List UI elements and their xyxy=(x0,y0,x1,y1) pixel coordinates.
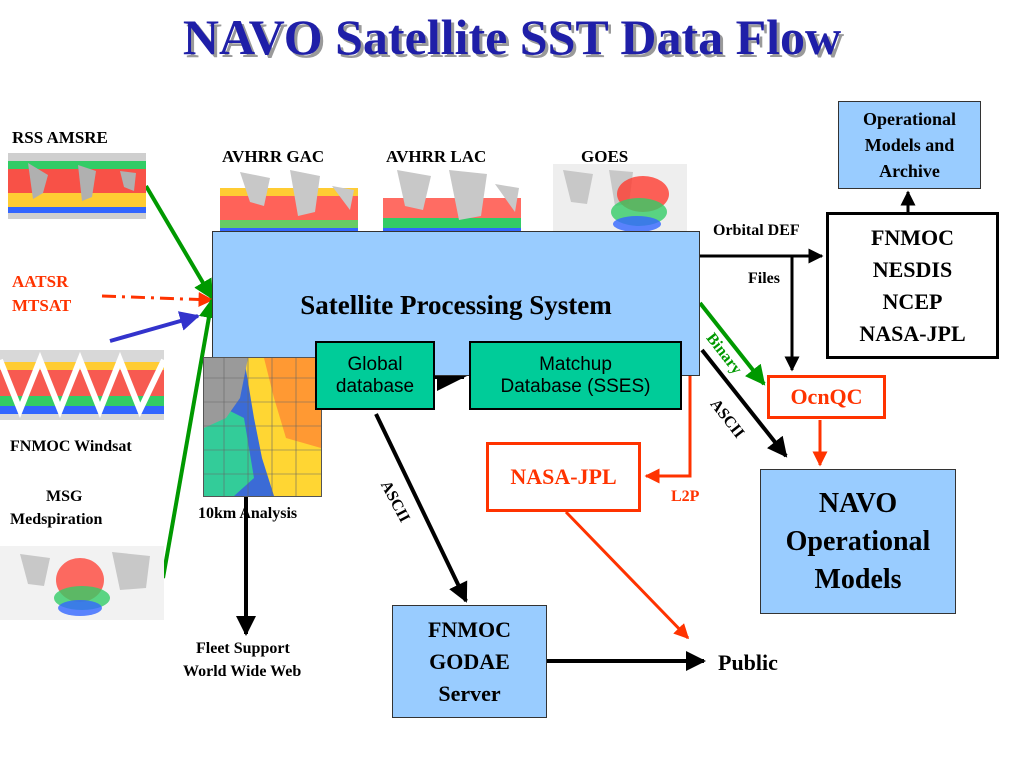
arrow-windsat-to-sps xyxy=(109,311,200,343)
op-archive-line-1: Operational xyxy=(863,109,956,129)
files-label: Files xyxy=(748,270,780,287)
arrow-medspiration-to-sps xyxy=(161,298,219,579)
godae-line-3: Server xyxy=(438,680,501,706)
arrow-global-to-godae xyxy=(374,413,468,603)
arrow-nasajpl-to-public xyxy=(564,510,690,640)
goes-map xyxy=(553,164,687,240)
sps-label: Satellite Processing System xyxy=(300,290,612,320)
msg-label: MSG xyxy=(46,488,83,505)
fleet-support-label: Fleet Support xyxy=(196,640,290,657)
arrow-aatsr-to-sps xyxy=(101,292,214,308)
fnmoc-godae-server[interactable]: FNMOC GODAE Server xyxy=(392,605,547,718)
op-archive-line-3: Archive xyxy=(879,161,940,181)
page-title: NAVO Satellite SST Data Flow xyxy=(182,9,842,65)
fnmoc-windsat-label: FNMOC Windsat xyxy=(10,438,132,455)
ocnqc-box[interactable]: OcnQC xyxy=(767,375,886,419)
medspiration-map xyxy=(0,546,164,620)
rss-amsre-label: RSS AMSRE xyxy=(12,128,108,147)
matchup-database[interactable]: Matchup Database (SSES) xyxy=(469,341,682,410)
nasa-jpl-label: NASA-JPL xyxy=(510,464,617,489)
global-db-line-2: database xyxy=(335,375,415,397)
orbital-def-label: Orbital DEF xyxy=(713,222,800,239)
matchup-db-line-2: Database (SSES) xyxy=(500,375,651,397)
arrow-amsre-to-sps xyxy=(144,184,214,300)
partner-nesdis: NESDIS xyxy=(872,256,953,282)
mtsat-label: MTSAT xyxy=(12,296,72,315)
partner-centers-box[interactable]: FNMOC NESDIS NCEP NASA-JPL xyxy=(826,212,999,359)
navo-models-line-3: Models xyxy=(814,563,902,595)
navo-models-line-1: NAVO xyxy=(818,487,898,519)
partner-fnmoc: FNMOC xyxy=(870,224,955,250)
avhrr-gac-label: AVHRR GAC xyxy=(222,147,325,166)
partner-nasa-jpl: NASA-JPL xyxy=(859,320,966,346)
global-database[interactable]: Global database xyxy=(315,341,435,410)
avhrr-lac-map xyxy=(383,166,521,242)
analysis-map xyxy=(203,357,322,497)
avhrr-lac-label: AVHRR LAC xyxy=(386,147,487,166)
navo-models-line-2: Operational xyxy=(785,525,931,557)
arrow-binary-to-ocnqc xyxy=(698,301,766,386)
windsat-map xyxy=(0,350,164,420)
public-label: Public xyxy=(718,650,778,675)
matchup-db-line-1: Matchup xyxy=(539,353,612,375)
world-wide-web-label: World Wide Web xyxy=(183,663,302,680)
godae-line-2: GODAE xyxy=(429,648,510,674)
medspiration-label: Medspiration xyxy=(10,511,103,528)
op-archive-line-2: Models and xyxy=(864,135,955,155)
aatsr-label: AATSR xyxy=(12,272,69,291)
satellite-processing-system[interactable]: Satellite Processing System xyxy=(212,231,700,376)
partner-ncep: NCEP xyxy=(882,288,943,314)
global-db-line-1: Global xyxy=(347,353,403,375)
nasa-jpl-box[interactable]: NASA-JPL xyxy=(486,442,641,512)
navo-operational-models[interactable]: NAVO Operational Models xyxy=(760,469,956,614)
ocnqc-label: OcnQC xyxy=(790,384,863,409)
operational-models-archive[interactable]: Operational Models and Archive xyxy=(838,101,981,189)
godae-line-1: FNMOC xyxy=(427,616,512,642)
analysis-label: 10km Analysis xyxy=(198,505,298,522)
arrow-ascii-to-navo xyxy=(700,348,788,458)
amsre-sst-map xyxy=(8,153,146,219)
arrow-matchup-l2p xyxy=(644,376,692,484)
goes-label: GOES xyxy=(581,147,629,166)
l2p-label: L2P xyxy=(671,488,700,505)
